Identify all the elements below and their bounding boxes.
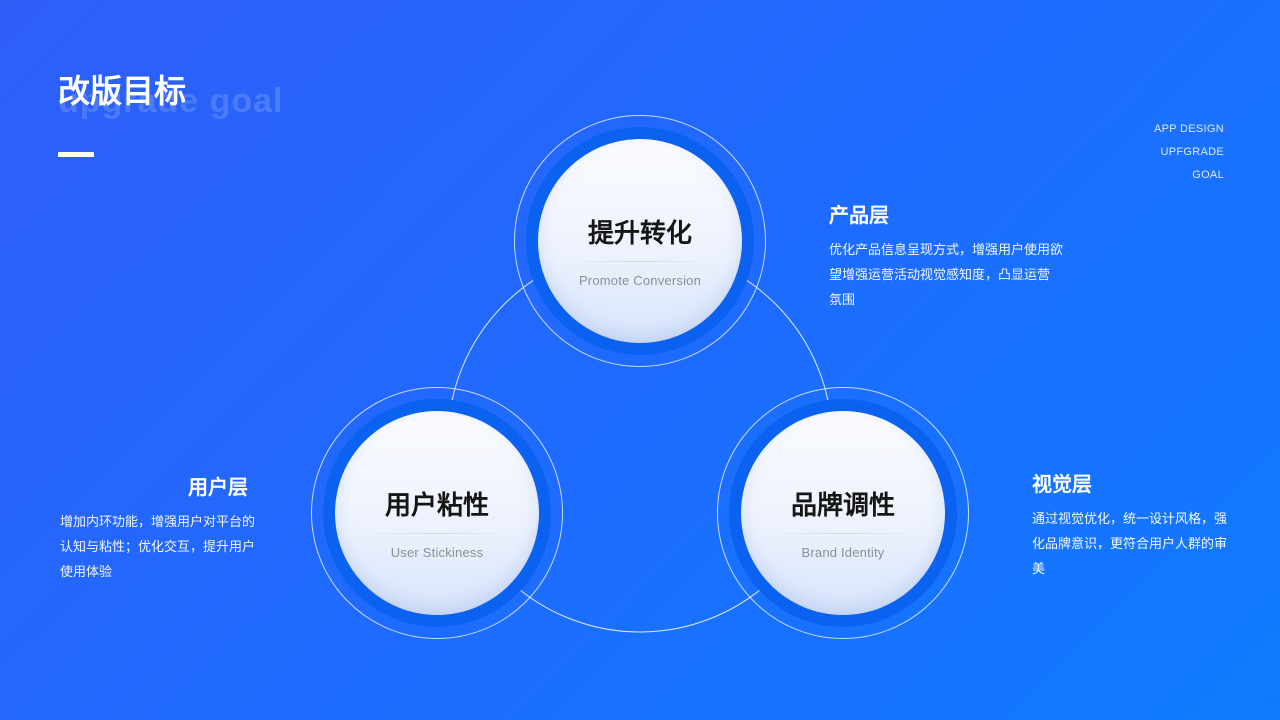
circle-left-subtitle: User Stickiness bbox=[390, 545, 484, 560]
product-layer-heading: 产品层 bbox=[829, 203, 889, 227]
circle-top-title: 提升转化 bbox=[587, 219, 692, 249]
circle-top-disc: 提升转化 Promote Conversion bbox=[538, 139, 742, 343]
circle-top-subtitle: Promote Conversion bbox=[578, 273, 702, 288]
body-line: 认知与粘性；优化交互，提升用户 bbox=[60, 540, 256, 555]
user-layer-heading: 用户层 bbox=[188, 475, 248, 499]
circle-right-disc: 品牌调性 Brand Identity bbox=[741, 411, 945, 615]
page-title: 改版目标 bbox=[58, 72, 187, 110]
circle-right: 品牌调性 Brand Identity bbox=[717, 387, 969, 639]
visual-layer-body: 通过视觉优化，统一设计风格，强 化品牌意识，更符合用户人群的审 美 bbox=[1032, 507, 1227, 582]
circle-left-title: 用户粘性 bbox=[384, 491, 489, 521]
circle-top: 提升转化 Promote Conversion bbox=[514, 115, 766, 367]
corner-tag: APP DESIGN UPFGRADE GOAL bbox=[1154, 118, 1224, 187]
circle-left-disc: 用户粘性 User Stickiness bbox=[335, 411, 539, 615]
body-line: 增加内环功能，增强用户对平台的 bbox=[60, 515, 256, 530]
page-title-group: upgrade goal 改版目标 bbox=[58, 66, 282, 120]
corner-tag-line: APP DESIGN bbox=[1153, 123, 1224, 135]
product-layer-body: 优化产品信息呈现方式，增强用户使用欲 望增强运营活动视觉感知度，凸显运营 氛围 bbox=[829, 238, 1063, 313]
body-line: 美 bbox=[1032, 562, 1046, 577]
user-layer-description: 用户层 增加内环功能，增强用户对平台的 认知与粘性；优化交互，提升用户 使用体验 bbox=[60, 471, 260, 585]
visual-layer-heading: 视觉层 bbox=[1032, 472, 1092, 496]
page-title-ghost: upgrade goal bbox=[58, 82, 284, 120]
body-line: 使用体验 bbox=[60, 565, 113, 580]
corner-tag-line: GOAL bbox=[1192, 169, 1224, 181]
title-underline bbox=[58, 152, 94, 157]
circle-right-subtitle: Brand Identity bbox=[801, 545, 885, 560]
product-layer-description: 产品层 优化产品信息呈现方式，增强用户使用欲 望增强运营活动视觉感知度，凸显运营… bbox=[829, 199, 1063, 313]
visual-layer-description: 视觉层 通过视觉优化，统一设计风格，强 化品牌意识，更符合用户人群的审 美 bbox=[1032, 468, 1227, 582]
body-line: 通过视觉优化，统一设计风格，强 bbox=[1032, 512, 1228, 527]
body-line: 化品牌意识，更符合用户人群的审 bbox=[1032, 537, 1228, 552]
circle-left: 用户粘性 User Stickiness bbox=[311, 387, 563, 639]
divider bbox=[367, 533, 507, 534]
divider bbox=[773, 533, 913, 534]
corner-tag-line: UPFGRADE bbox=[1160, 146, 1224, 158]
circle-right-title: 品牌调性 bbox=[790, 491, 895, 521]
body-line: 望增强运营活动视觉感知度，凸显运营 bbox=[829, 268, 1051, 283]
body-line: 氛围 bbox=[829, 293, 856, 308]
user-layer-body: 增加内环功能，增强用户对平台的 认知与粘性；优化交互，提升用户 使用体验 bbox=[60, 510, 260, 585]
divider bbox=[570, 261, 710, 262]
body-line: 优化产品信息呈现方式，增强用户使用欲 bbox=[829, 243, 1064, 258]
